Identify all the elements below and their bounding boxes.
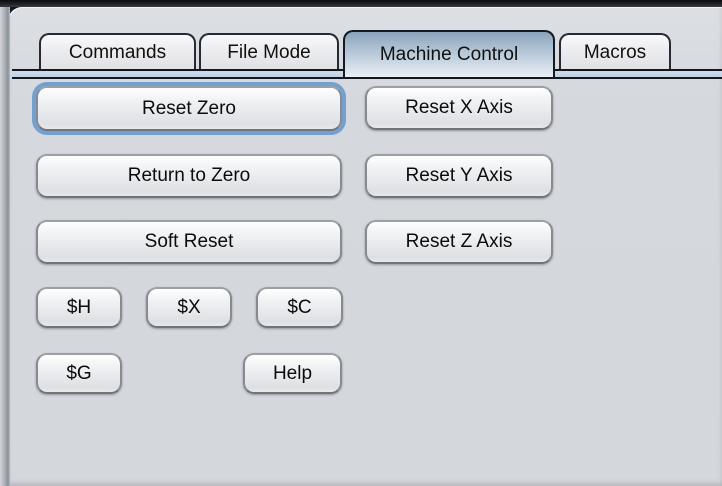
window-top-edge	[0, 0, 722, 7]
cmd-h-button[interactable]: $H	[36, 287, 122, 328]
reset-zero-button[interactable]: Reset Zero	[36, 86, 342, 131]
window-left-edge	[0, 7, 10, 486]
tab-machine-control-label: Machine Control	[379, 43, 519, 65]
tab-commands-label: Commands	[68, 41, 167, 63]
cmd-c-button[interactable]: $C	[256, 287, 343, 328]
tab-file-mode[interactable]: File Mode	[199, 33, 339, 70]
tab-file-mode-label: File Mode	[227, 41, 311, 63]
reset-z-axis-button[interactable]: Reset Z Axis	[365, 220, 553, 264]
tab-macros-label: Macros	[583, 41, 647, 63]
cmd-x-button[interactable]: $X	[146, 287, 232, 328]
return-to-zero-button[interactable]: Return to Zero	[36, 154, 342, 198]
reset-x-axis-button[interactable]: Reset X Axis	[365, 86, 553, 130]
soft-reset-button[interactable]: Soft Reset	[36, 220, 342, 264]
tab-machine-control[interactable]: Machine Control	[343, 30, 555, 77]
cmd-g-button[interactable]: $G	[36, 353, 122, 394]
tab-macros[interactable]: Macros	[559, 33, 671, 70]
tab-commands[interactable]: Commands	[39, 33, 196, 70]
help-button[interactable]: Help	[243, 353, 342, 394]
reset-y-axis-button[interactable]: Reset Y Axis	[365, 154, 553, 198]
